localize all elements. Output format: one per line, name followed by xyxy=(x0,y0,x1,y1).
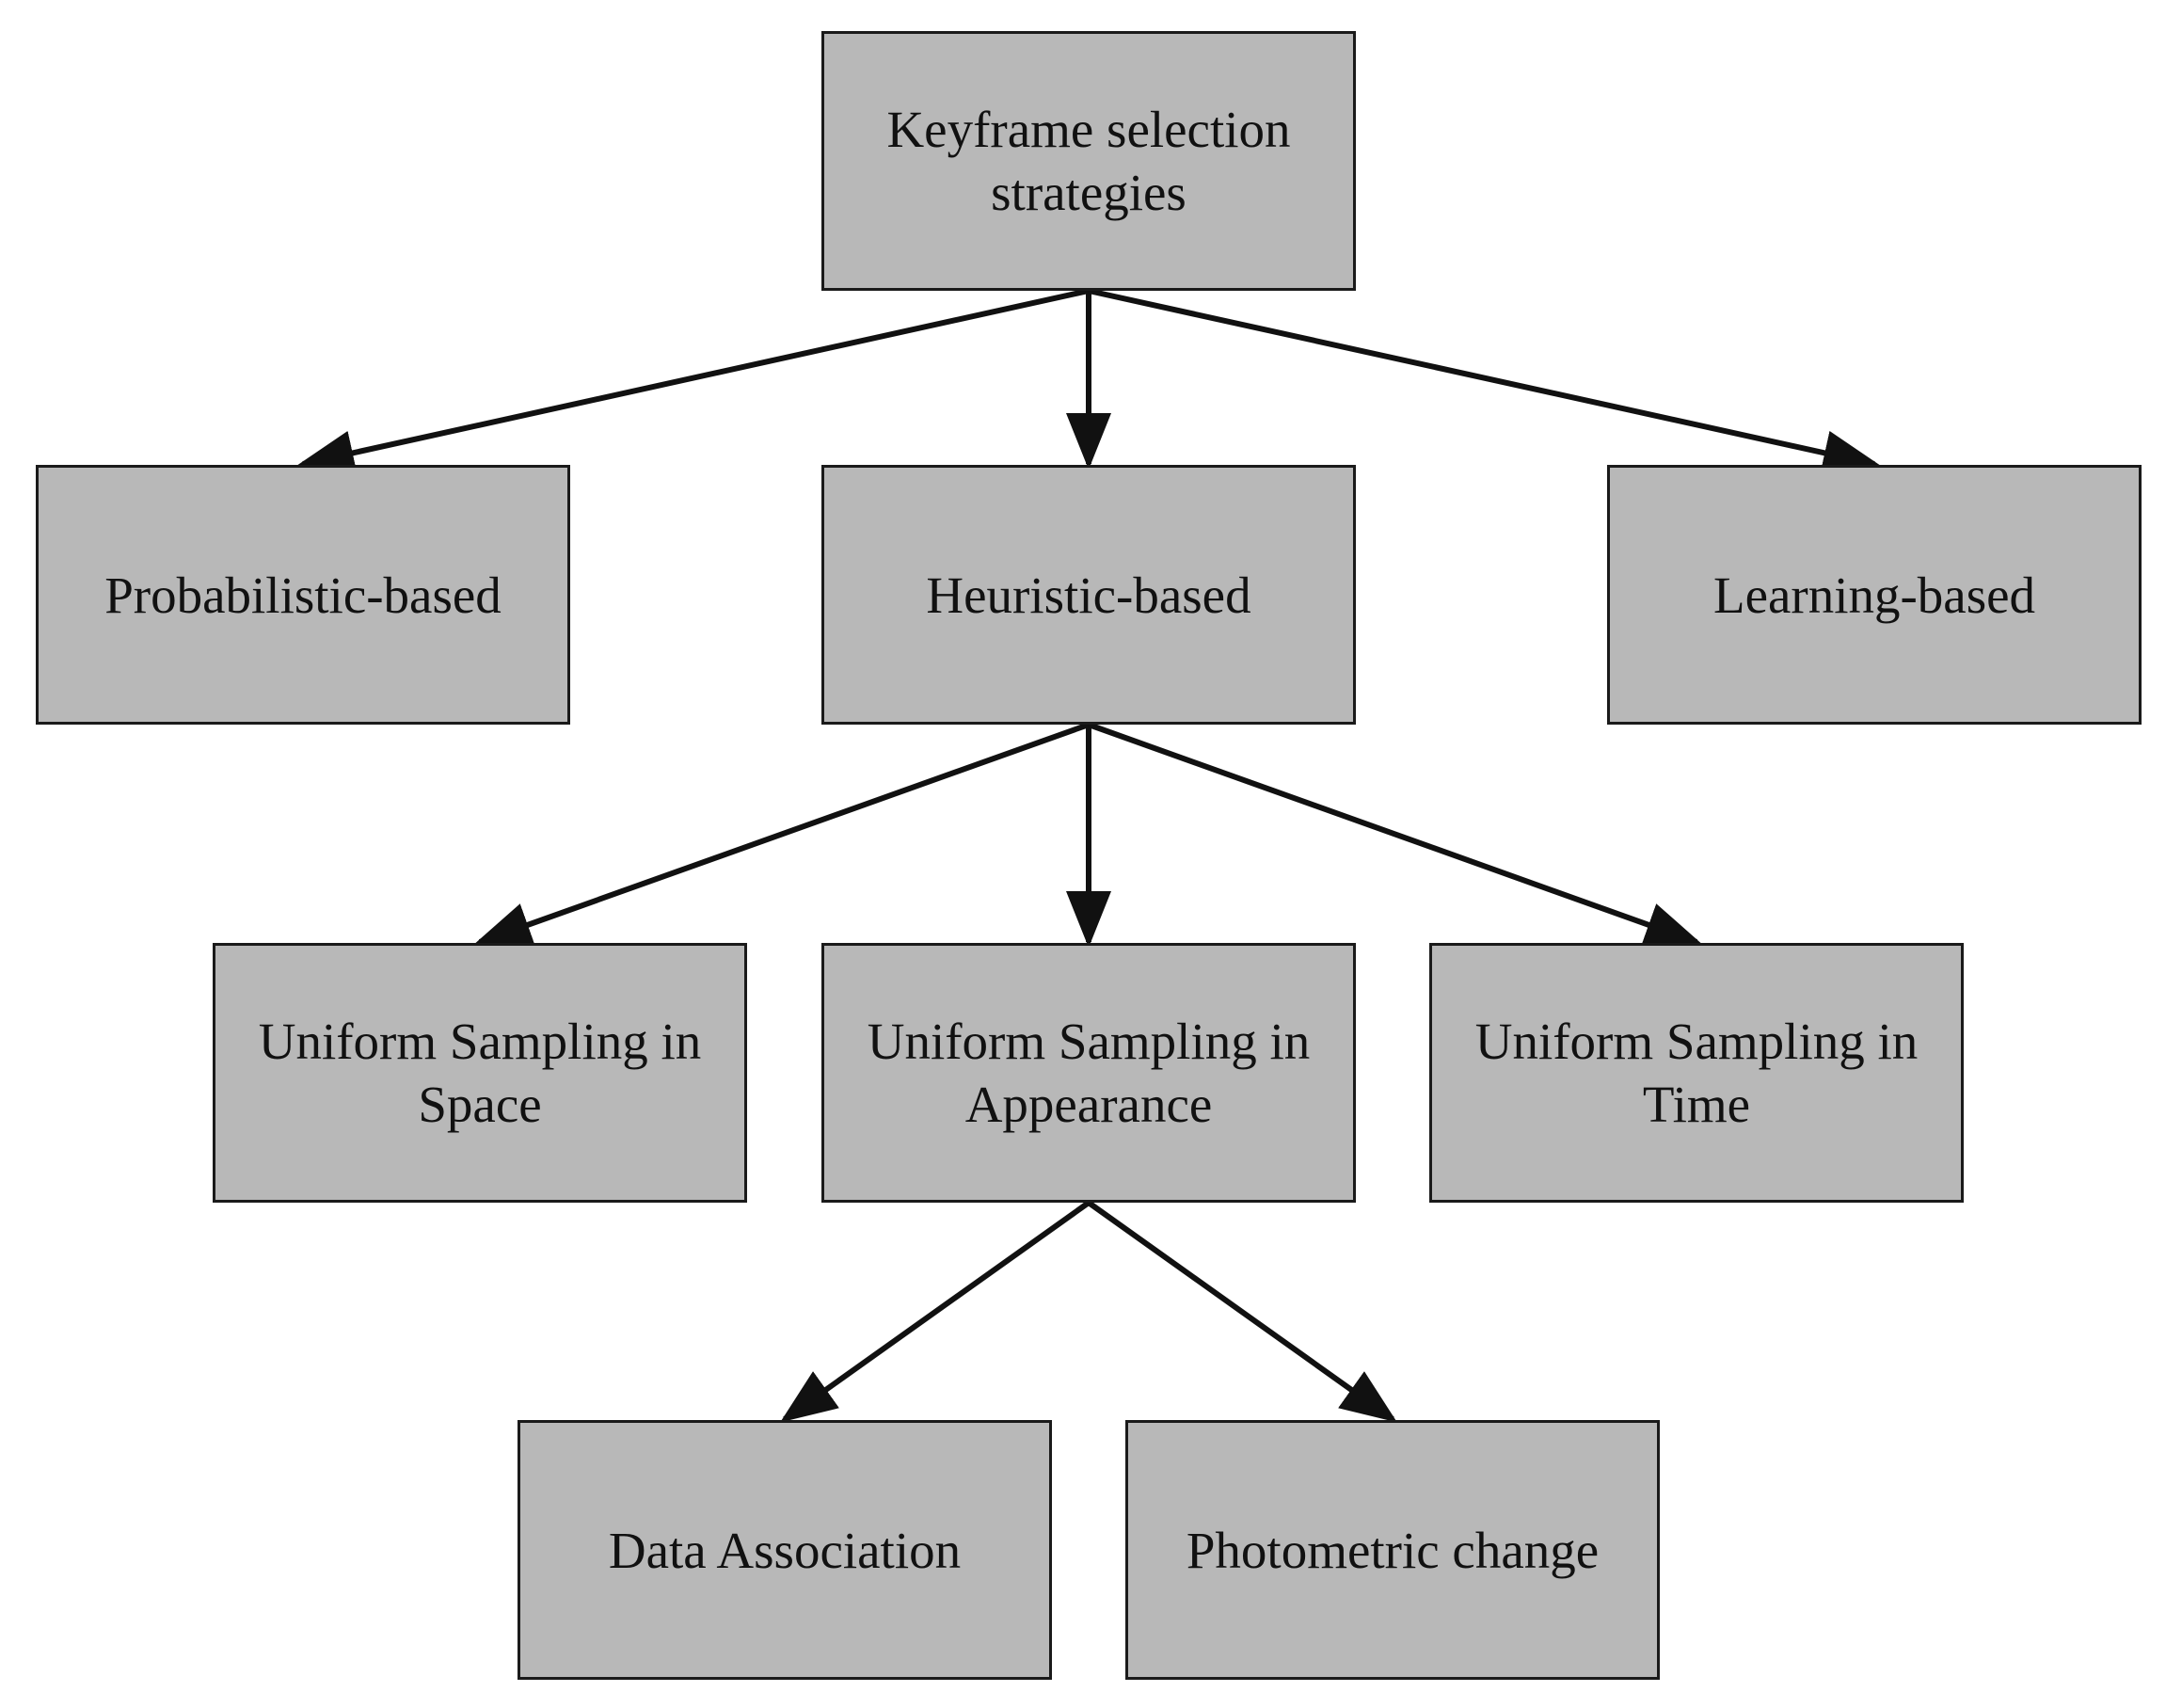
node-heuristic-based: Heuristic-based xyxy=(821,465,1356,725)
node-label: Photometric change xyxy=(1186,1521,1600,1579)
edge-appearance-to-photometric xyxy=(1087,1200,1397,1423)
node-learning-based: Learning-based xyxy=(1607,465,2142,725)
node-uniform-sampling-space: Uniform Sampling in Space xyxy=(213,943,747,1203)
node-probabilistic-based: Probabilistic-based xyxy=(36,465,570,725)
node-uniform-sampling-time: Uniform Sampling in Time xyxy=(1429,943,1964,1203)
node-label: Learning-based xyxy=(1712,566,2036,624)
node-label: Uniform Sampling in Space xyxy=(258,1013,702,1133)
node-label: Probabilistic-based xyxy=(104,566,502,624)
edge-root-to-learning xyxy=(1088,288,1880,475)
edge-heuristic-to-time xyxy=(1087,722,1702,947)
node-keyframe-selection-strategies: Keyframe selection strategies xyxy=(821,31,1356,291)
node-label: Keyframe selection strategies xyxy=(886,101,1291,221)
node-uniform-sampling-appearance: Uniform Sampling in Appearance xyxy=(821,943,1356,1203)
edge-appearance-to-data_association xyxy=(780,1200,1091,1423)
node-label: Uniform Sampling in Appearance xyxy=(867,1013,1311,1133)
node-data-association: Data Association xyxy=(518,1420,1052,1680)
edge-heuristic-to-space xyxy=(474,722,1091,947)
node-label: Heuristic-based xyxy=(926,566,1251,624)
node-photometric-change: Photometric change xyxy=(1125,1420,1660,1680)
edge-root-to-probabilistic xyxy=(297,288,1090,475)
node-label: Data Association xyxy=(608,1521,962,1579)
node-label: Uniform Sampling in Time xyxy=(1474,1013,1919,1133)
